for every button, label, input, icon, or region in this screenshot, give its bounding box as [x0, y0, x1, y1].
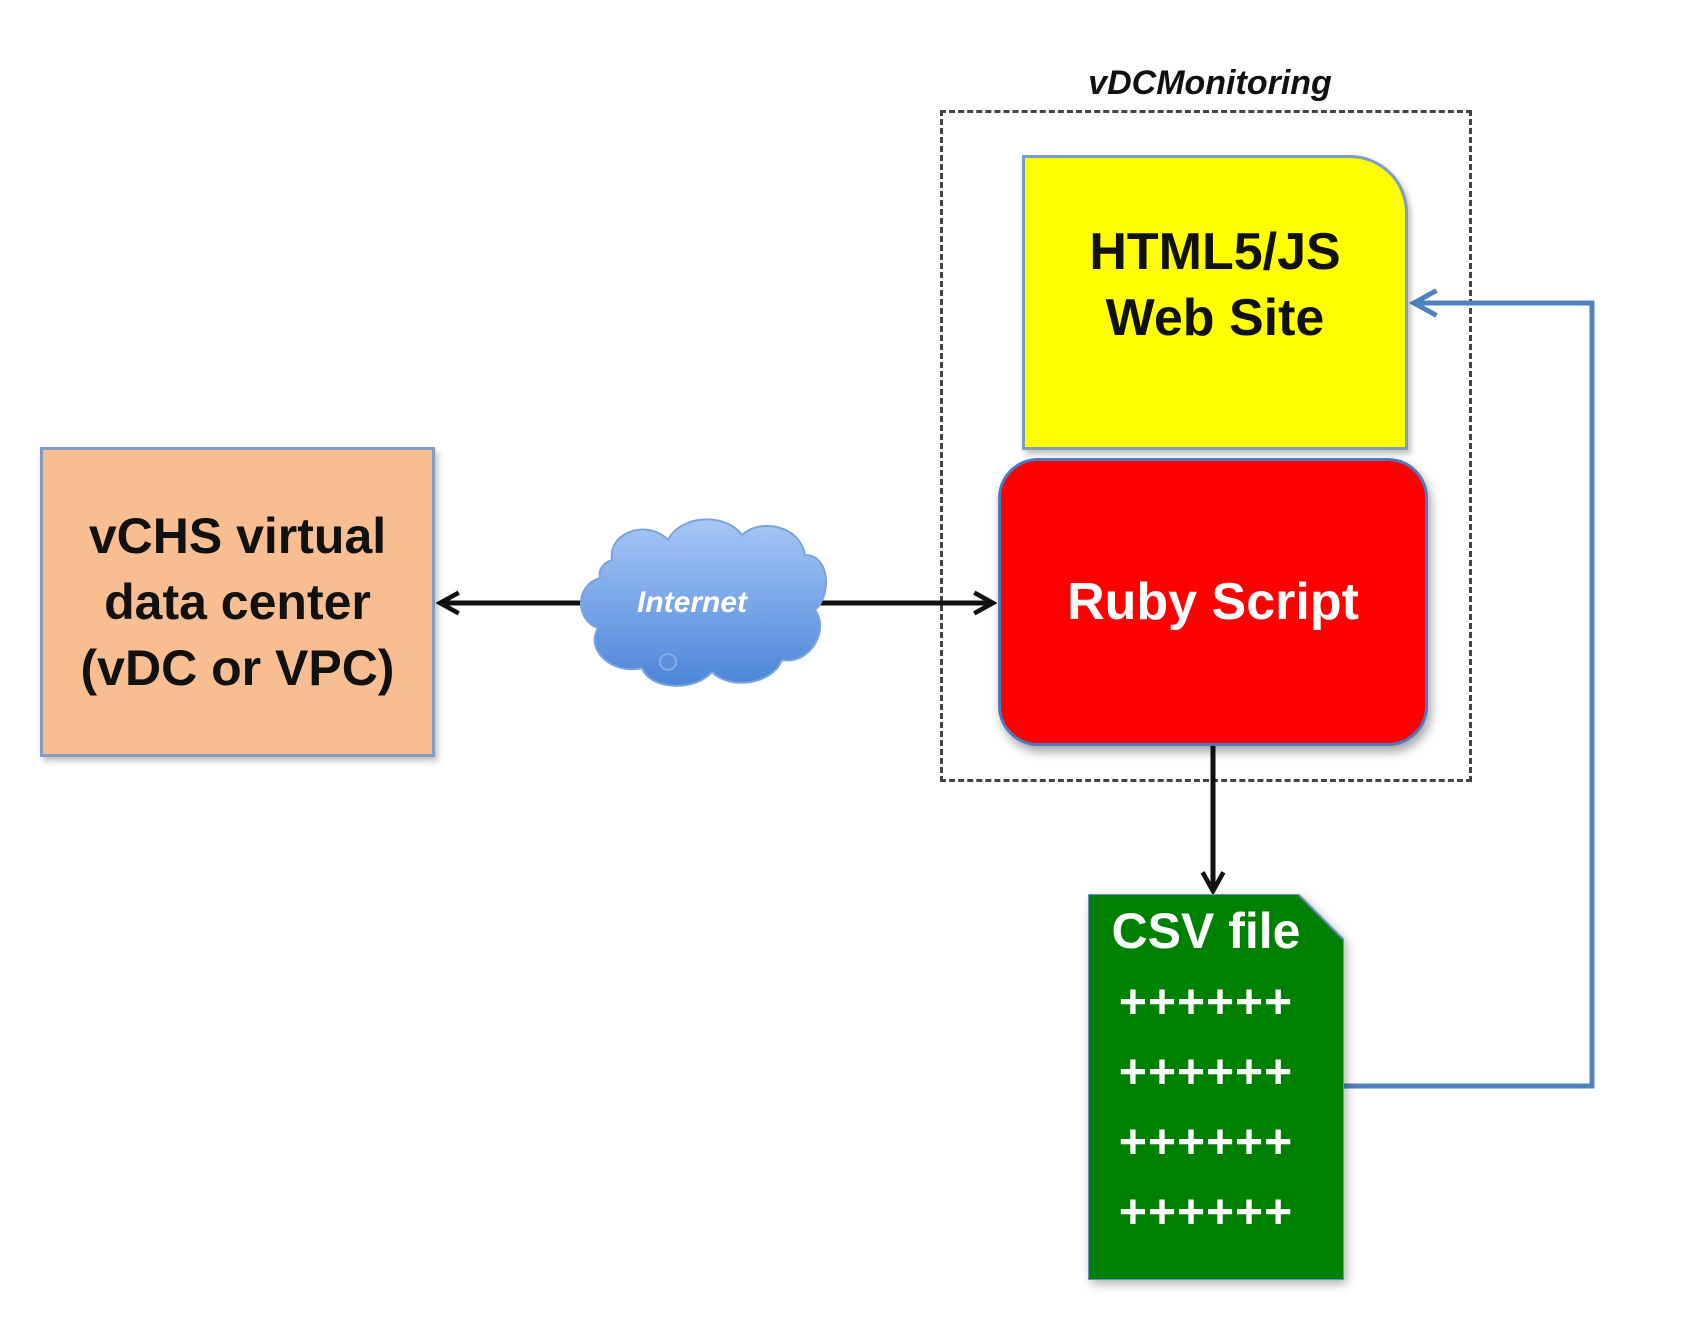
internet-label: Internet	[636, 586, 747, 619]
csv-file-node: CSV file ++++++ ++++++ ++++++ ++++++	[1088, 894, 1344, 1280]
vdc-node: vCHS virtual data center (vDC or VPC)	[40, 447, 435, 757]
ruby-script-label: Ruby Script	[1067, 573, 1359, 631]
csv-row: ++++++	[1118, 976, 1294, 1029]
website-label-line-2: Web Site	[1105, 288, 1325, 347]
group-label: vDCMonitoring	[1088, 64, 1332, 102]
vdc-label-line-3: (vDC or VPC)	[80, 640, 395, 696]
internet-cloud-icon	[580, 518, 828, 687]
vdc-label-line-1: vCHS virtual	[88, 508, 387, 564]
website-label-line-1: HTML5/JS	[1089, 222, 1341, 281]
csv-row: ++++++	[1118, 1046, 1294, 1099]
csv-file-title: CSV file	[1111, 903, 1301, 959]
csv-file-icon	[1088, 894, 1344, 1280]
csv-row: ++++++	[1118, 1116, 1294, 1169]
vdcmonitoring-group-frame	[940, 110, 1472, 782]
website-node: HTML5/JS Web Site	[1022, 155, 1408, 450]
ruby-script-node: Ruby Script	[998, 458, 1428, 746]
csv-row: ++++++	[1118, 1186, 1294, 1239]
vdc-label-line-2: data center	[104, 574, 371, 630]
edge-csv-to-website	[1344, 303, 1595, 1089]
